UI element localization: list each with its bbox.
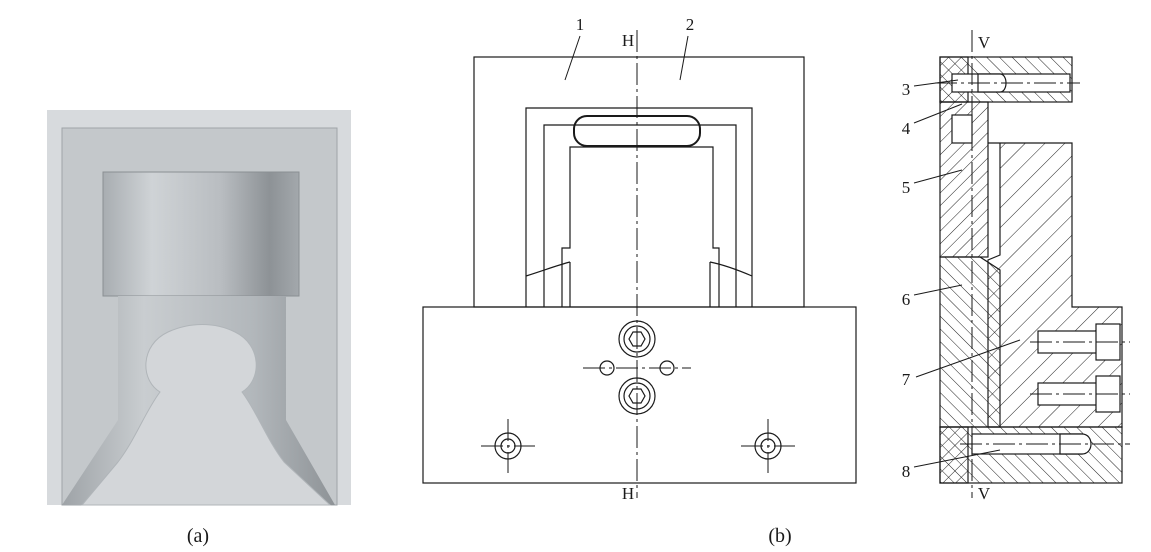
keyhole-cavity <box>80 324 332 506</box>
section-view-drawing <box>939 56 1123 484</box>
front-section-bottom-label: H <box>622 484 634 503</box>
callout-6: 6 <box>902 284 963 309</box>
front-view-drawing <box>422 56 857 484</box>
svg-text:8: 8 <box>902 462 911 481</box>
panel-a-caption: (a) <box>187 525 209 547</box>
svg-text:1: 1 <box>576 15 585 34</box>
small-pocket <box>951 114 973 144</box>
panel-b-caption: (b) <box>768 525 791 547</box>
frame-inner-step <box>543 124 737 307</box>
section-lower-left <box>939 256 1001 428</box>
callout-5: 5 <box>902 169 963 197</box>
callout-2: 2 <box>679 15 695 81</box>
panel-a-render: (a) <box>47 110 351 547</box>
svg-text:5: 5 <box>902 178 911 197</box>
svg-text:6: 6 <box>902 290 911 309</box>
svg-text:2: 2 <box>686 15 695 34</box>
frame-inner-window <box>525 107 753 307</box>
callout-3: 3 <box>902 79 959 99</box>
side-section-top-label: V <box>978 33 991 52</box>
frame-outer <box>473 56 805 308</box>
side-section-bottom-label: V <box>978 484 991 503</box>
callout-7: 7 <box>902 339 1021 389</box>
punch-body <box>561 146 720 307</box>
base-plate <box>422 306 857 484</box>
callout-8: 8 <box>902 449 1001 481</box>
upper-cylinder <box>102 171 300 297</box>
callout-4: 4 <box>902 103 963 138</box>
front-section-top-label: H <box>622 31 634 50</box>
callout-1: 1 <box>564 15 585 81</box>
svg-text:4: 4 <box>902 119 911 138</box>
punch-curve-left <box>525 261 571 277</box>
punch-curve-right <box>709 261 753 277</box>
section-view-centerlines <box>935 30 1130 498</box>
svg-text:3: 3 <box>902 80 911 99</box>
front-view-centerlines <box>481 30 795 498</box>
svg-text:7: 7 <box>902 370 911 389</box>
